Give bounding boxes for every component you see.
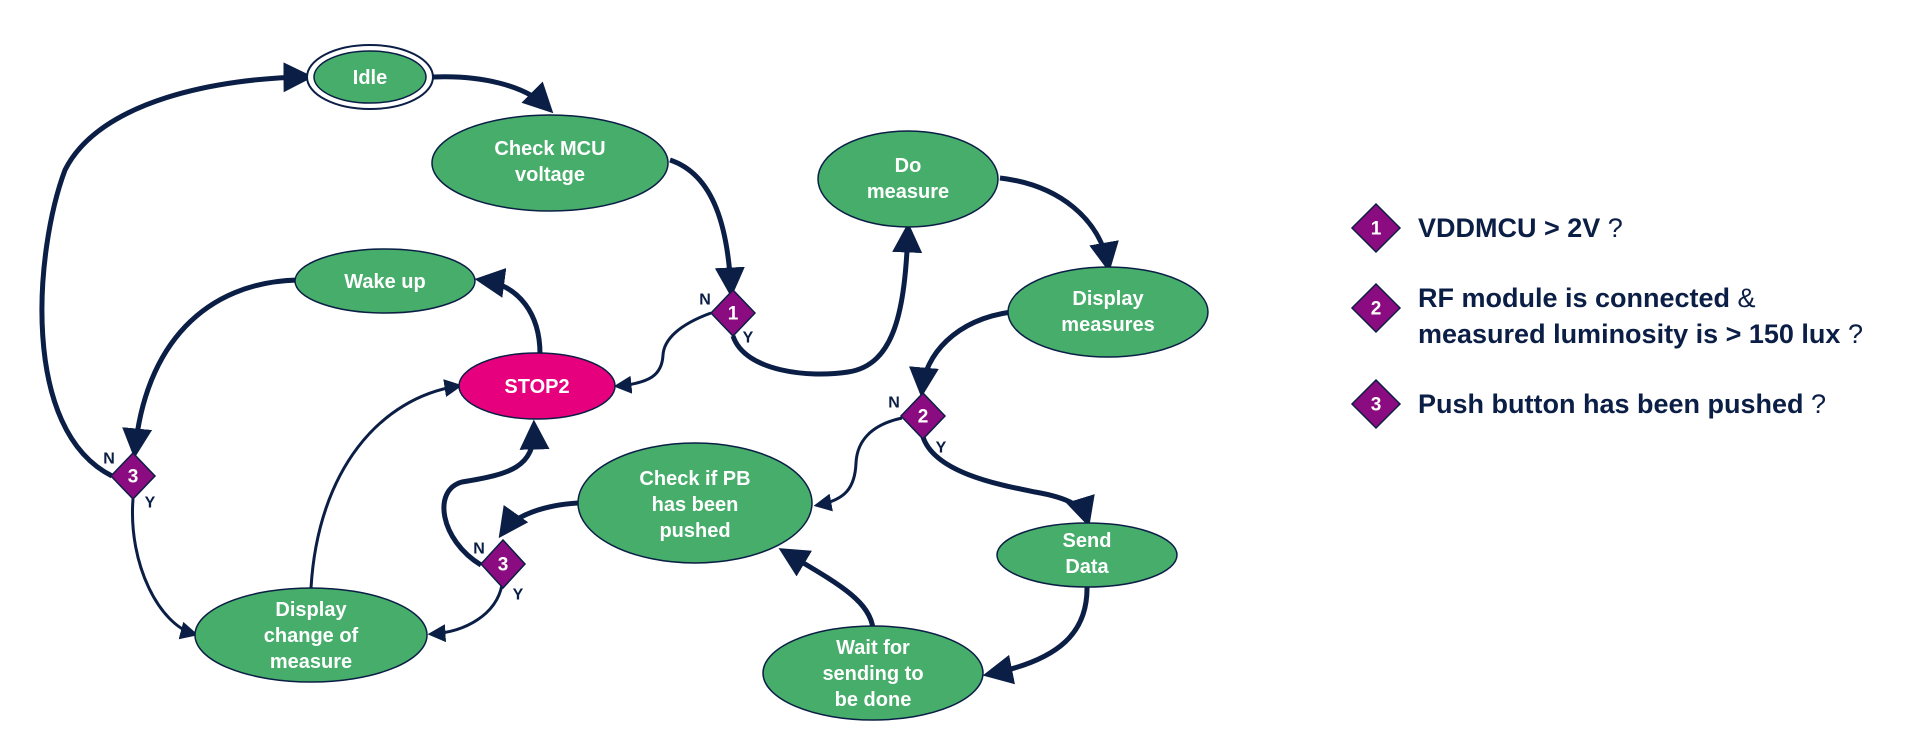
state-check-pb-line-3: pushed — [659, 520, 730, 542]
legend-3-suffix: ? — [1803, 389, 1827, 419]
edge-check-pb-to-d3-center — [498, 500, 579, 539]
state-wake-up-label: Wake up — [344, 271, 426, 293]
decision-3-left-number: 3 — [128, 467, 139, 488]
legend-2-condition-line-1: RF module is connected — [1418, 283, 1731, 313]
edge-d3-center-no-to-stop2 — [441, 419, 550, 568]
legend-item-2: 2 RF module is connected & measured lumi… — [1350, 280, 1910, 352]
state-send-data-line-1: Send — [1063, 530, 1112, 552]
state-check-pb-line-1: Check if PB — [639, 468, 750, 490]
decision-2-no-label: N — [888, 395, 900, 412]
decision-3-left-no-label: N — [103, 451, 115, 468]
legend-diamond-3: 3 — [1350, 378, 1402, 430]
state-display-measures-line-1: Display — [1072, 288, 1144, 310]
legend-diamond-2: 2 — [1350, 282, 1402, 334]
edge-idle-to-check-mcu — [432, 74, 554, 114]
decision-2: 2 N Y — [888, 391, 947, 457]
decision-1-no-label: N — [699, 292, 711, 309]
state-wake-up: Wake up — [294, 248, 476, 314]
state-wait-line-1: Wait for — [836, 637, 910, 659]
state-wait-line-2: sending to — [822, 663, 923, 685]
edge-display-change-to-stop2 — [309, 379, 463, 589]
state-display-change-line-1: Display — [275, 599, 347, 621]
decision-3-center-no-label: N — [473, 541, 485, 558]
state-display-measures: Display measures — [1007, 266, 1209, 358]
edge-d3-left-no-to-idle — [39, 62, 314, 479]
legend-2-condition-line-2: measured luminosity is > 150 lux — [1418, 319, 1841, 349]
decision-legend: 1 VDDMCU > 2V ? 2 RF module is connected… — [1350, 202, 1910, 456]
legend-2-line-2-suffix: ? — [1840, 319, 1863, 349]
legend-2-line-1-suffix: & — [1730, 283, 1756, 313]
state-check-mcu-line-1: Check MCU — [494, 138, 605, 160]
edge-wake-up-to-d3-left — [122, 277, 299, 459]
state-do-measure: Do measure — [817, 130, 999, 228]
state-do-measure-line-2: measure — [867, 181, 949, 203]
edge-d1-no-to-stop2 — [613, 311, 712, 394]
edge-d3-center-yes-to-display-change — [427, 584, 504, 643]
legend-1-condition: VDDMCU > 2V — [1418, 213, 1601, 243]
decision-2-number: 2 — [918, 407, 929, 428]
state-send-data: Send Data — [996, 522, 1178, 588]
state-do-measure-line-1: Do — [895, 155, 922, 177]
edge-check-mcu-to-d1 — [669, 157, 745, 298]
decision-3-center-yes-label: Y — [513, 587, 524, 604]
legend-3-condition: Push button has been pushed — [1418, 389, 1804, 419]
edge-display-measures-to-d2 — [908, 309, 1012, 398]
edge-d1-yes-to-do-measure — [730, 222, 923, 377]
legend-diamond-1: 1 — [1350, 202, 1402, 254]
state-display-change-line-3: measure — [270, 651, 352, 673]
edge-d3-left-yes-to-display-change — [130, 498, 199, 640]
state-wait-line-3: be done — [835, 689, 912, 711]
state-idle: Idle — [306, 44, 434, 110]
edge-stop2-to-wake-up — [474, 268, 543, 355]
decision-1-number: 1 — [728, 304, 739, 325]
edge-do-measure-to-display-measures — [999, 175, 1119, 273]
edge-send-data-to-wait — [982, 585, 1090, 685]
legend-item-3: 3 Push button has been pushed ? — [1350, 378, 1910, 430]
state-check-pb-line-2: has been — [652, 494, 739, 516]
legend-2-number: 2 — [1371, 299, 1382, 320]
state-wait-for-sending: Wait for sending to be done — [762, 625, 984, 721]
state-check-mcu-line-2: voltage — [515, 164, 585, 186]
state-check-if-pb-pushed: Check if PB has been pushed — [577, 442, 813, 564]
edge-d2-yes-to-send-data — [920, 436, 1095, 528]
state-idle-label: Idle — [353, 67, 387, 89]
state-send-data-line-2: Data — [1065, 556, 1109, 578]
edge-d2-no-to-check-pb — [813, 416, 903, 512]
decision-2-yes-label: Y — [936, 440, 947, 457]
state-stop2: STOP2 — [458, 352, 616, 420]
legend-item-1: 1 VDDMCU > 2V ? — [1350, 202, 1910, 254]
decision-1: 1 N Y — [699, 288, 757, 347]
state-stop2-label: STOP2 — [504, 376, 569, 398]
decision-3-center: 3 N Y — [473, 538, 527, 604]
legend-3-number: 3 — [1371, 395, 1382, 416]
state-display-change-line-2: change of — [264, 625, 359, 647]
state-display-measures-line-2: measures — [1061, 314, 1154, 336]
decision-1-yes-label: Y — [743, 330, 754, 347]
legend-1-number: 1 — [1371, 219, 1382, 240]
decision-3-center-number: 3 — [498, 555, 509, 576]
state-display-change-of-measure: Display change of measure — [194, 587, 428, 683]
decision-3-left: 3 N Y — [103, 451, 157, 512]
state-check-mcu-voltage: Check MCU voltage — [431, 114, 669, 212]
edge-wait-to-check-pb — [778, 548, 876, 630]
edges — [39, 62, 1119, 685]
legend-1-suffix: ? — [1600, 213, 1623, 243]
decision-3-left-yes-label: Y — [145, 495, 156, 512]
